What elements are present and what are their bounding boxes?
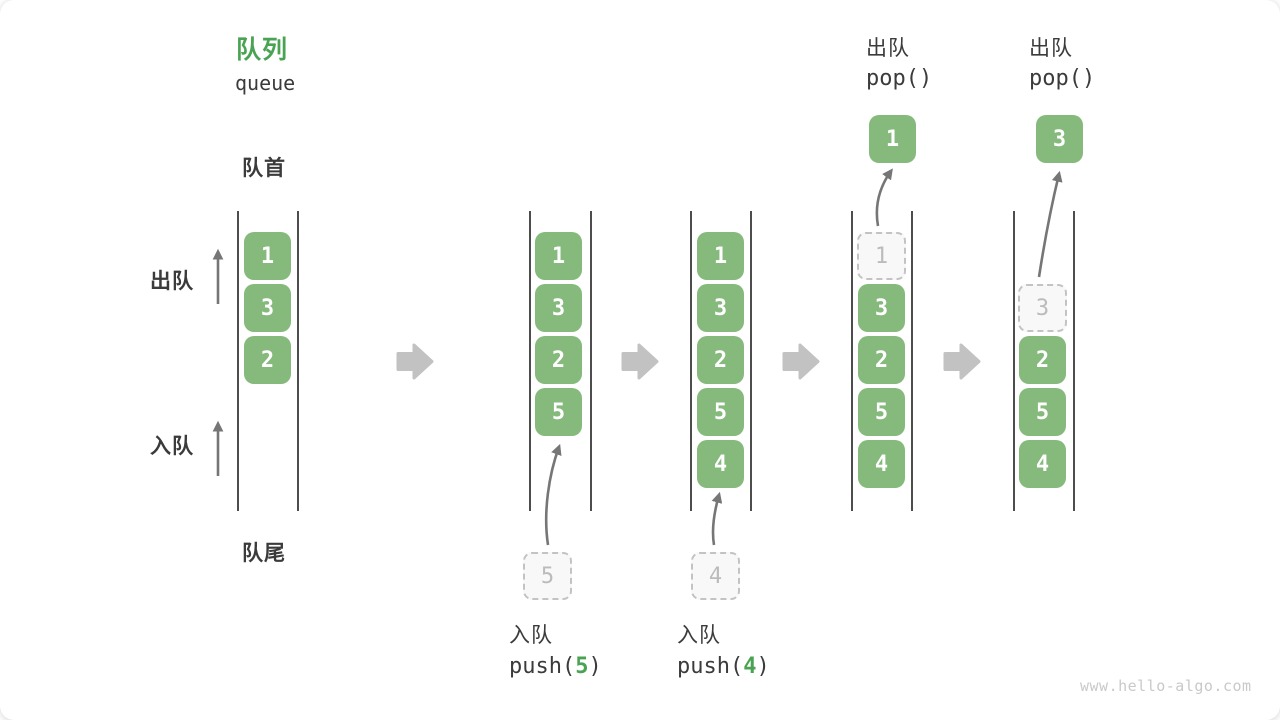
label-enqueue-side: 入队 <box>150 435 194 458</box>
push-caption-code: push(4) <box>677 654 770 679</box>
queue-cell: 4 <box>1019 440 1066 488</box>
push-caption-zh: 入队 <box>677 624 721 647</box>
queue-cell: 2 <box>1019 336 1066 384</box>
queue-cell: 3 <box>697 284 744 332</box>
state-transition-arrow-icon <box>621 343 659 380</box>
state-transition-arrow-icon <box>396 343 434 380</box>
pending-cell: 4 <box>691 552 740 600</box>
popped-cell: 3 <box>1036 115 1083 163</box>
queue-cell-ghost: 1 <box>857 232 906 280</box>
queue-wall <box>529 211 531 511</box>
queue-wall <box>1073 211 1075 511</box>
page-title: 队列 <box>236 36 289 64</box>
queue-wall <box>237 211 239 511</box>
pop-caption-code: pop() <box>866 66 933 91</box>
queue-cell: 1 <box>535 232 582 280</box>
watermark: www.hello-algo.com <box>1080 677 1252 695</box>
popped-cell: 1 <box>869 115 916 163</box>
pending-cell: 5 <box>523 552 572 600</box>
queue-wall <box>750 211 752 511</box>
push-arg: 5 <box>575 654 589 679</box>
label-queue-rear: 队尾 <box>242 542 286 565</box>
queue-cell: 4 <box>697 440 744 488</box>
label-dequeue-side: 出队 <box>150 270 194 293</box>
pop-caption-zh: 出队 <box>866 37 910 60</box>
queue-cell: 2 <box>697 336 744 384</box>
queue-cell: 5 <box>858 388 905 436</box>
pop-caption-zh: 出队 <box>1029 37 1073 60</box>
page-subtitle: queue <box>235 71 296 95</box>
queue-wall <box>851 211 853 511</box>
queue-wall <box>690 211 692 511</box>
queue-cell: 3 <box>858 284 905 332</box>
queue-cell: 4 <box>858 440 905 488</box>
queue-wall <box>590 211 592 511</box>
pop-caption-code: pop() <box>1029 66 1096 91</box>
state-transition-arrow-icon <box>943 343 981 380</box>
queue-cell: 5 <box>697 388 744 436</box>
queue-cell: 5 <box>535 388 582 436</box>
push-arrow-icon <box>544 443 562 546</box>
queue-wall <box>297 211 299 511</box>
push-caption-code: push(5) <box>509 654 602 679</box>
queue-cell: 3 <box>244 284 291 332</box>
queue-cell: 2 <box>535 336 582 384</box>
push-caption-zh: 入队 <box>509 624 553 647</box>
queue-cell: 1 <box>697 232 744 280</box>
queue-cell: 5 <box>1019 388 1066 436</box>
label-queue-front: 队首 <box>242 157 286 180</box>
push-arrow-icon <box>711 491 723 546</box>
pop-arrow-icon <box>1037 170 1063 278</box>
queue-cell: 3 <box>535 284 582 332</box>
queue-wall <box>911 211 913 511</box>
queue-cell-ghost: 3 <box>1018 284 1067 332</box>
queue-cell: 2 <box>858 336 905 384</box>
queue-cell: 2 <box>244 336 291 384</box>
pop-arrow-icon <box>875 168 893 227</box>
state-transition-arrow-icon <box>782 343 820 380</box>
push-arg: 4 <box>743 654 757 679</box>
queue-cell: 1 <box>244 232 291 280</box>
queue-wall <box>1013 211 1015 511</box>
